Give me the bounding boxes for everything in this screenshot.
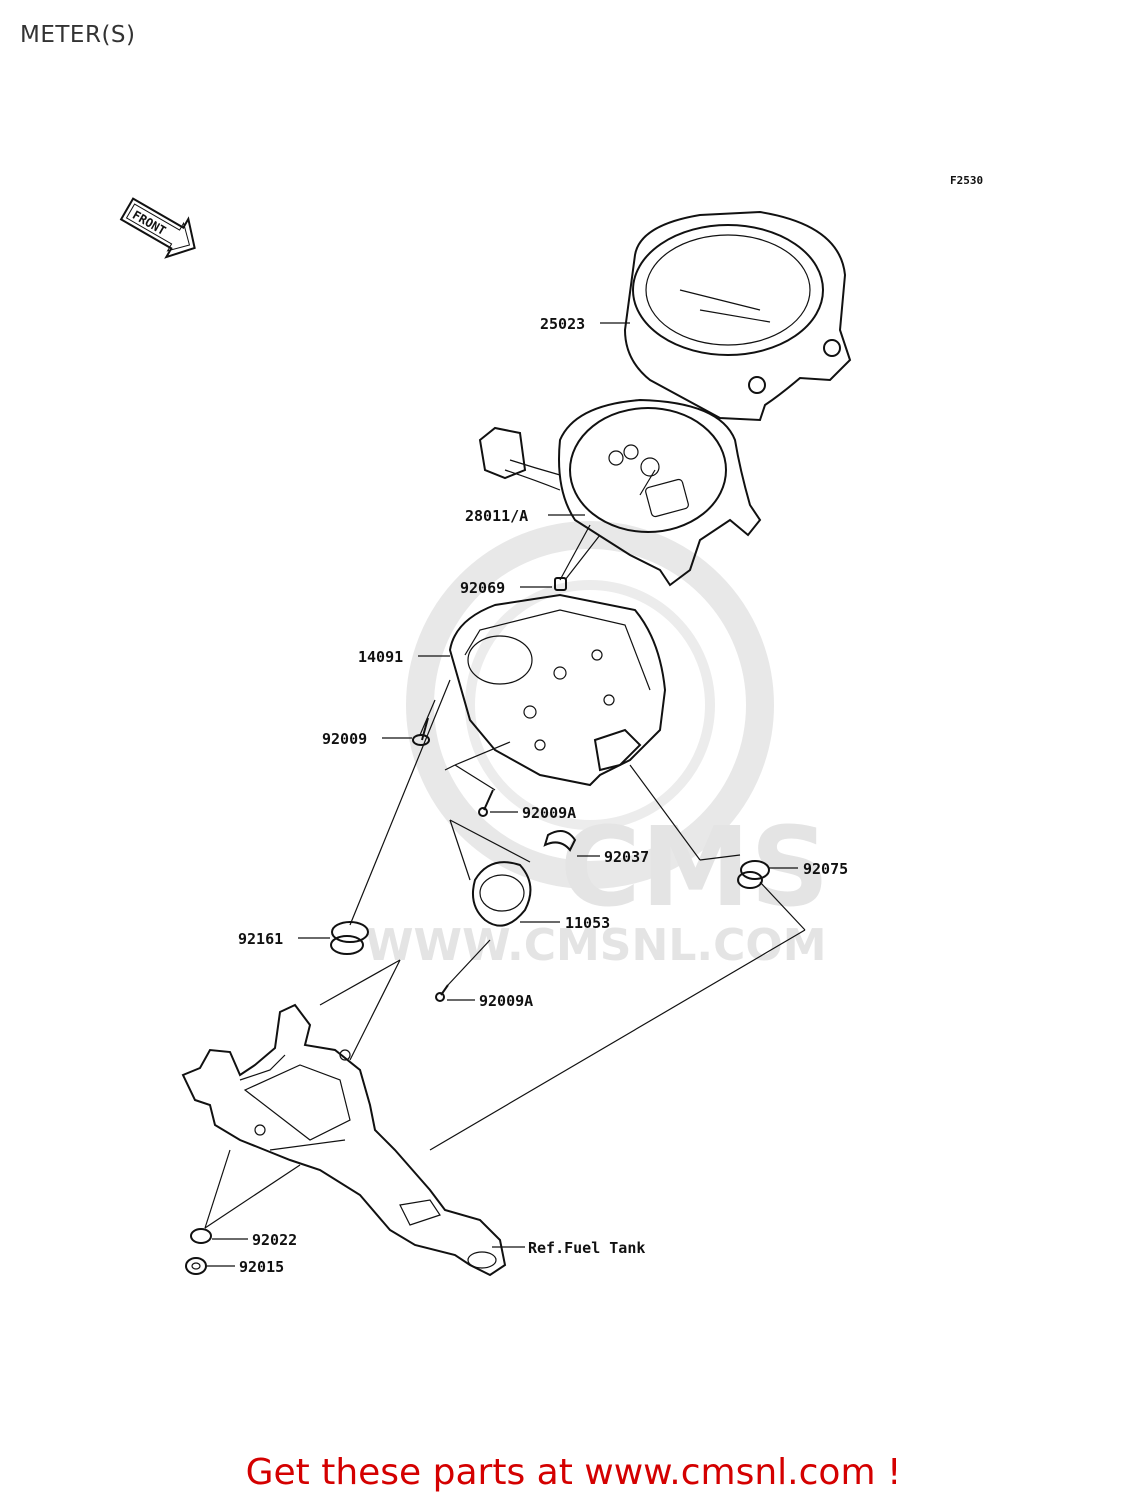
- label-14091: 14091: [358, 648, 403, 666]
- front-arrow-icon: FRONT: [119, 197, 196, 259]
- screw-92009a-lower-part: [435, 984, 449, 1002]
- washer-92022-part: [190, 1228, 212, 1244]
- label-28011a: 28011/A: [465, 507, 528, 525]
- figure-code: F2530: [950, 174, 983, 187]
- nut-92015-part: [185, 1257, 207, 1275]
- label-25023: 25023: [540, 315, 585, 333]
- watermark: CMS WWW.CMSNL.COM: [365, 521, 829, 971]
- damper-92161-part: [330, 921, 369, 955]
- label-92022: 92022: [252, 1231, 297, 1249]
- clip-92037-part: [543, 830, 577, 852]
- label-ref-fuel-tank: Ref.Fuel Tank: [528, 1239, 645, 1257]
- meter-bracket-frame-part: [181, 1003, 507, 1277]
- bracket-11053-part: [472, 861, 532, 927]
- label-92075: 92075: [803, 860, 848, 878]
- screw-92009a-upper-part: [478, 789, 494, 817]
- page-title: METER(S): [20, 22, 136, 48]
- meter-cover-part: [623, 210, 852, 422]
- label-92015: 92015: [239, 1258, 284, 1276]
- label-92037: 92037: [604, 848, 649, 866]
- meter-housing-part: [448, 593, 667, 787]
- label-92161: 92161: [238, 930, 283, 948]
- label-92009a-lower: 92009A: [479, 992, 533, 1010]
- label-92009: 92009: [322, 730, 367, 748]
- watermark-logo-text: CMS: [560, 803, 829, 931]
- leader-lines: [204, 322, 806, 1267]
- meter-unit-part: [478, 398, 762, 587]
- label-92009a-upper: 92009A: [522, 804, 576, 822]
- grommet-92075-part: [737, 860, 770, 889]
- screw-92009-part: [412, 717, 430, 746]
- label-11053: 11053: [565, 914, 610, 932]
- part-labels: 25023 28011/A 92069 14091 92009 92009A 9…: [238, 315, 848, 1276]
- label-92069: 92069: [460, 579, 505, 597]
- footer-link-text[interactable]: Get these parts at www.cmsnl.com !: [245, 1452, 902, 1493]
